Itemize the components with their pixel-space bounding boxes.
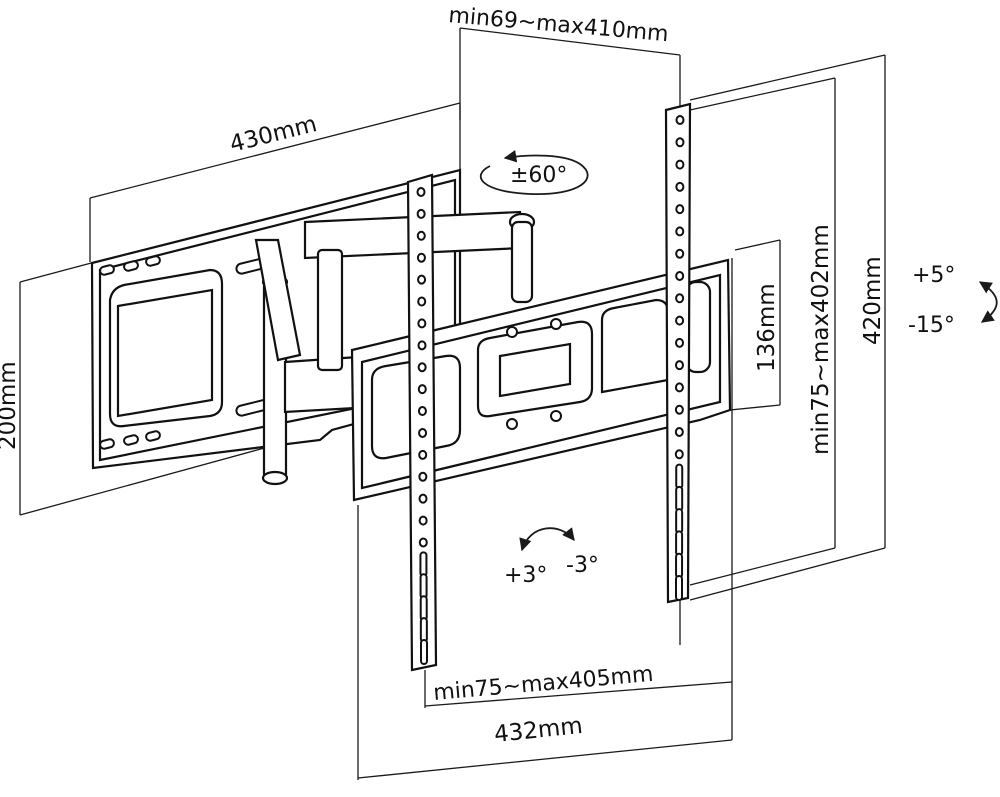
swivel-arrow-icon (479, 149, 589, 195)
bracket-hole (675, 248, 685, 259)
arm-plate-height-label: 136mm (754, 283, 780, 372)
bracket-height-label: 420mm (860, 256, 886, 345)
bracket-hole (418, 427, 428, 438)
bracket-slot (675, 508, 684, 535)
bracket-slot (675, 530, 684, 557)
tilt-up-label: +5° (912, 263, 955, 288)
bracket-hole (675, 315, 685, 326)
bracket-hole (417, 274, 427, 285)
bracket-hole (416, 230, 426, 241)
bracket-slot (675, 463, 684, 490)
bracket-hole (416, 208, 426, 219)
bracket-hole (674, 449, 684, 460)
bracket-hole (416, 252, 426, 263)
level-adjust-arrow-icon (519, 527, 575, 552)
bracket-hole (675, 137, 685, 148)
bracket-hole (417, 296, 427, 307)
bracket-hole (418, 449, 428, 460)
bracket-hole (674, 382, 684, 393)
vesa-horizontal-range-label: min75~max405mm (432, 662, 654, 706)
vertical-bracket-right (664, 102, 692, 604)
bracket-hole (417, 406, 427, 417)
bracket-hole (417, 384, 427, 395)
bracket-hole (675, 293, 685, 304)
bracket-slot (675, 552, 684, 579)
bracket-hole (418, 537, 428, 548)
bracket-slot (419, 595, 428, 622)
level-plus-label: +3° (504, 563, 547, 588)
level-minus-label: -3° (566, 553, 599, 578)
bracket-hole (418, 493, 428, 504)
bracket-hole (674, 404, 684, 415)
bracket-hole (675, 271, 685, 281)
bracket-hole (417, 318, 427, 329)
bracket-slot (420, 639, 428, 665)
bracket-hole (417, 362, 427, 373)
bracket-hole (675, 204, 685, 215)
tilt-arrow-icon (978, 281, 998, 323)
tv-plate-width-label: 432mm (493, 713, 584, 748)
bracket-slot (419, 573, 428, 600)
bracket-slot (675, 485, 684, 512)
bracket-hole (675, 115, 685, 125)
bracket-hole (416, 187, 426, 197)
bracket-hole (675, 181, 685, 192)
bracket-hole (675, 337, 685, 348)
bracket-hole (417, 340, 427, 351)
bracket-slot (675, 575, 683, 601)
tv-plate (350, 258, 732, 502)
bracket-hole (675, 226, 685, 237)
bracket-hole (674, 360, 684, 371)
bracket-hole (675, 159, 685, 170)
vertical-bracket-left (406, 173, 438, 672)
bracket-hole (674, 427, 684, 437)
swivel-angle-label: ±60° (510, 163, 567, 188)
bracket-slot (419, 551, 428, 578)
bracket-hole (418, 515, 428, 526)
tilt-down-label: -15° (908, 313, 955, 338)
bracket-slot (419, 617, 428, 644)
vesa-vertical-range-label: min75~max402mm (808, 224, 834, 455)
bracket-hole (418, 471, 428, 482)
wall-plate-height-label: 200mm (0, 361, 21, 450)
